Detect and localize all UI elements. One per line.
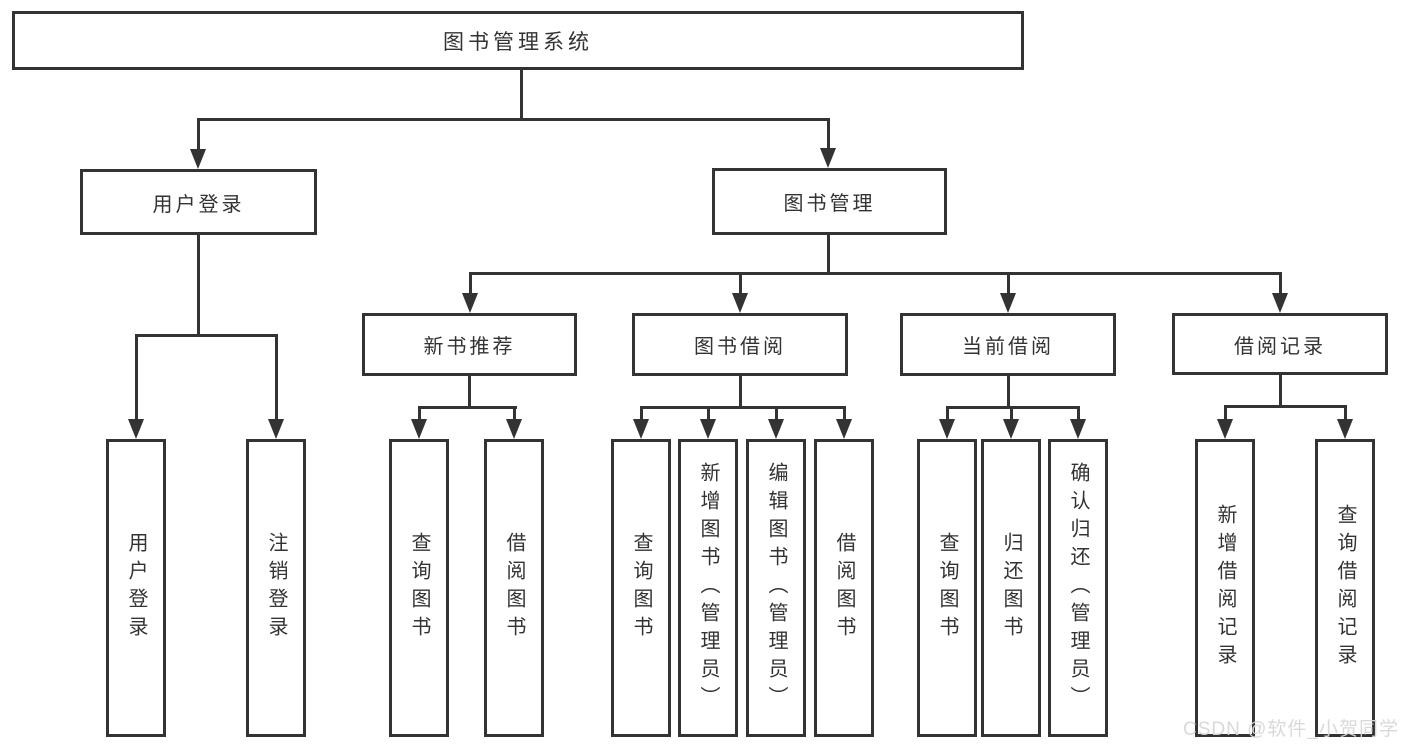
arrowhead-down (268, 419, 284, 439)
node-book-management: 图书管理 (712, 168, 947, 235)
leaf-return-books: 归还图书 (981, 439, 1041, 737)
leaf-query-books-current-label: 查询图书 (936, 532, 958, 644)
leaf-add-borrow-record-label: 新增借阅记录 (1214, 504, 1236, 672)
arrowhead-down (836, 419, 852, 439)
arrowhead-down (411, 419, 427, 439)
connector-line (640, 406, 845, 409)
leaf-query-books-recommend-label: 查询图书 (408, 532, 430, 644)
arrowhead-down (700, 419, 716, 439)
arrowhead-down (732, 293, 748, 313)
leaf-logout-label: 注销登录 (265, 532, 287, 644)
connector-line (739, 272, 742, 297)
connector-line (197, 118, 200, 152)
leaf-add-books-admin: 新增图书（管理员） (678, 439, 738, 737)
leaf-borrow-books-recommend-label: 借阅图书 (503, 532, 525, 644)
connector-line (1077, 406, 1080, 422)
arrowhead-down (462, 293, 478, 313)
leaf-query-books-current: 查询图书 (917, 439, 977, 737)
connector-line (1344, 405, 1347, 422)
arrowhead-down (939, 419, 955, 439)
leaf-borrow-books-label: 借阅图书 (833, 532, 855, 644)
node-current-borrowing-label: 当前借阅 (962, 336, 1054, 358)
connector-line (1279, 272, 1282, 297)
node-user-login-label: 用户登录 (152, 193, 245, 216)
connector-line (418, 406, 421, 422)
node-book-management-label: 图书管理 (783, 193, 876, 215)
connector-line (946, 406, 949, 422)
connector-line (135, 334, 138, 422)
node-borrowing-records-label: 借阅记录 (1234, 335, 1326, 358)
arrowhead-down (633, 419, 649, 439)
node-root-label: 图书管理系统 (443, 30, 593, 54)
leaf-user-login: 用户登录 (106, 439, 166, 737)
leaf-query-borrow-record: 查询借阅记录 (1315, 439, 1375, 737)
node-new-book-recommendation-label: 新书推荐 (423, 336, 516, 358)
connector-line (946, 406, 1080, 409)
arrowhead-down (1000, 293, 1016, 313)
connector-line (418, 406, 517, 409)
connector-line (775, 406, 778, 422)
connector-line (640, 406, 643, 422)
leaf-query-books-borrowing-label: 查询图书 (630, 532, 652, 644)
arrowhead-down (1070, 419, 1086, 439)
arrowhead-down (506, 419, 522, 439)
connector-line (197, 235, 200, 337)
leaf-query-books-recommend: 查询图书 (389, 439, 449, 737)
csdn-watermark: CSDN @软件_小贺同学 (1183, 719, 1399, 740)
connector-line (1007, 272, 1010, 297)
node-root-system: 图书管理系统 (12, 11, 1024, 70)
node-current-borrowing: 当前借阅 (900, 313, 1116, 376)
connector-line (827, 235, 830, 275)
connector-line (197, 118, 830, 121)
leaf-query-books-borrowing: 查询图书 (611, 439, 671, 737)
connector-line (1224, 405, 1346, 408)
connector-line (1010, 406, 1013, 422)
connector-line (135, 334, 278, 337)
arrowhead-down (1272, 293, 1288, 313)
leaf-borrow-books: 借阅图书 (814, 439, 874, 737)
connector-line (469, 272, 472, 297)
arrowhead-down (820, 148, 836, 168)
connector-line (843, 406, 846, 422)
arrowhead-down (1003, 419, 1019, 439)
leaf-return-books-label: 归还图书 (1000, 532, 1022, 644)
leaf-user-login-label: 用户登录 (125, 532, 147, 644)
arrowhead-down (768, 419, 784, 439)
node-user-login: 用户登录 (80, 169, 317, 235)
arrowhead-down (1337, 419, 1353, 439)
connector-line (469, 272, 1282, 275)
leaf-borrow-books-recommend: 借阅图书 (484, 439, 544, 737)
node-book-borrowing: 图书借阅 (632, 313, 848, 376)
node-borrowing-records: 借阅记录 (1172, 313, 1388, 375)
leaf-add-books-admin-label: 新增图书（管理员） (697, 462, 719, 714)
connector-line (1007, 376, 1010, 409)
leaf-confirm-return-admin: 确认归还（管理员） (1048, 439, 1108, 737)
node-new-book-recommendation: 新书推荐 (362, 313, 577, 376)
leaf-add-borrow-record: 新增借阅记录 (1195, 439, 1255, 737)
leaf-edit-books-admin-label: 编辑图书（管理员） (765, 462, 787, 714)
leaf-query-borrow-record-label: 查询借阅记录 (1334, 504, 1356, 672)
connector-line (275, 334, 278, 422)
connector-line (739, 376, 742, 409)
arrowhead-down (128, 419, 144, 439)
connector-line (1279, 375, 1282, 408)
arrowhead-down (1217, 419, 1233, 439)
arrowhead-down (190, 149, 206, 169)
leaf-confirm-return-admin-label: 确认归还（管理员） (1067, 462, 1089, 714)
node-book-borrowing-label: 图书借阅 (694, 336, 786, 358)
connector-line (707, 406, 710, 422)
leaf-edit-books-admin: 编辑图书（管理员） (746, 439, 806, 737)
connector-line (827, 118, 830, 151)
connector-line (1224, 405, 1227, 422)
connector-line (520, 70, 523, 120)
connector-line (513, 406, 516, 422)
connector-line (468, 376, 471, 409)
leaf-logout: 注销登录 (246, 439, 306, 737)
